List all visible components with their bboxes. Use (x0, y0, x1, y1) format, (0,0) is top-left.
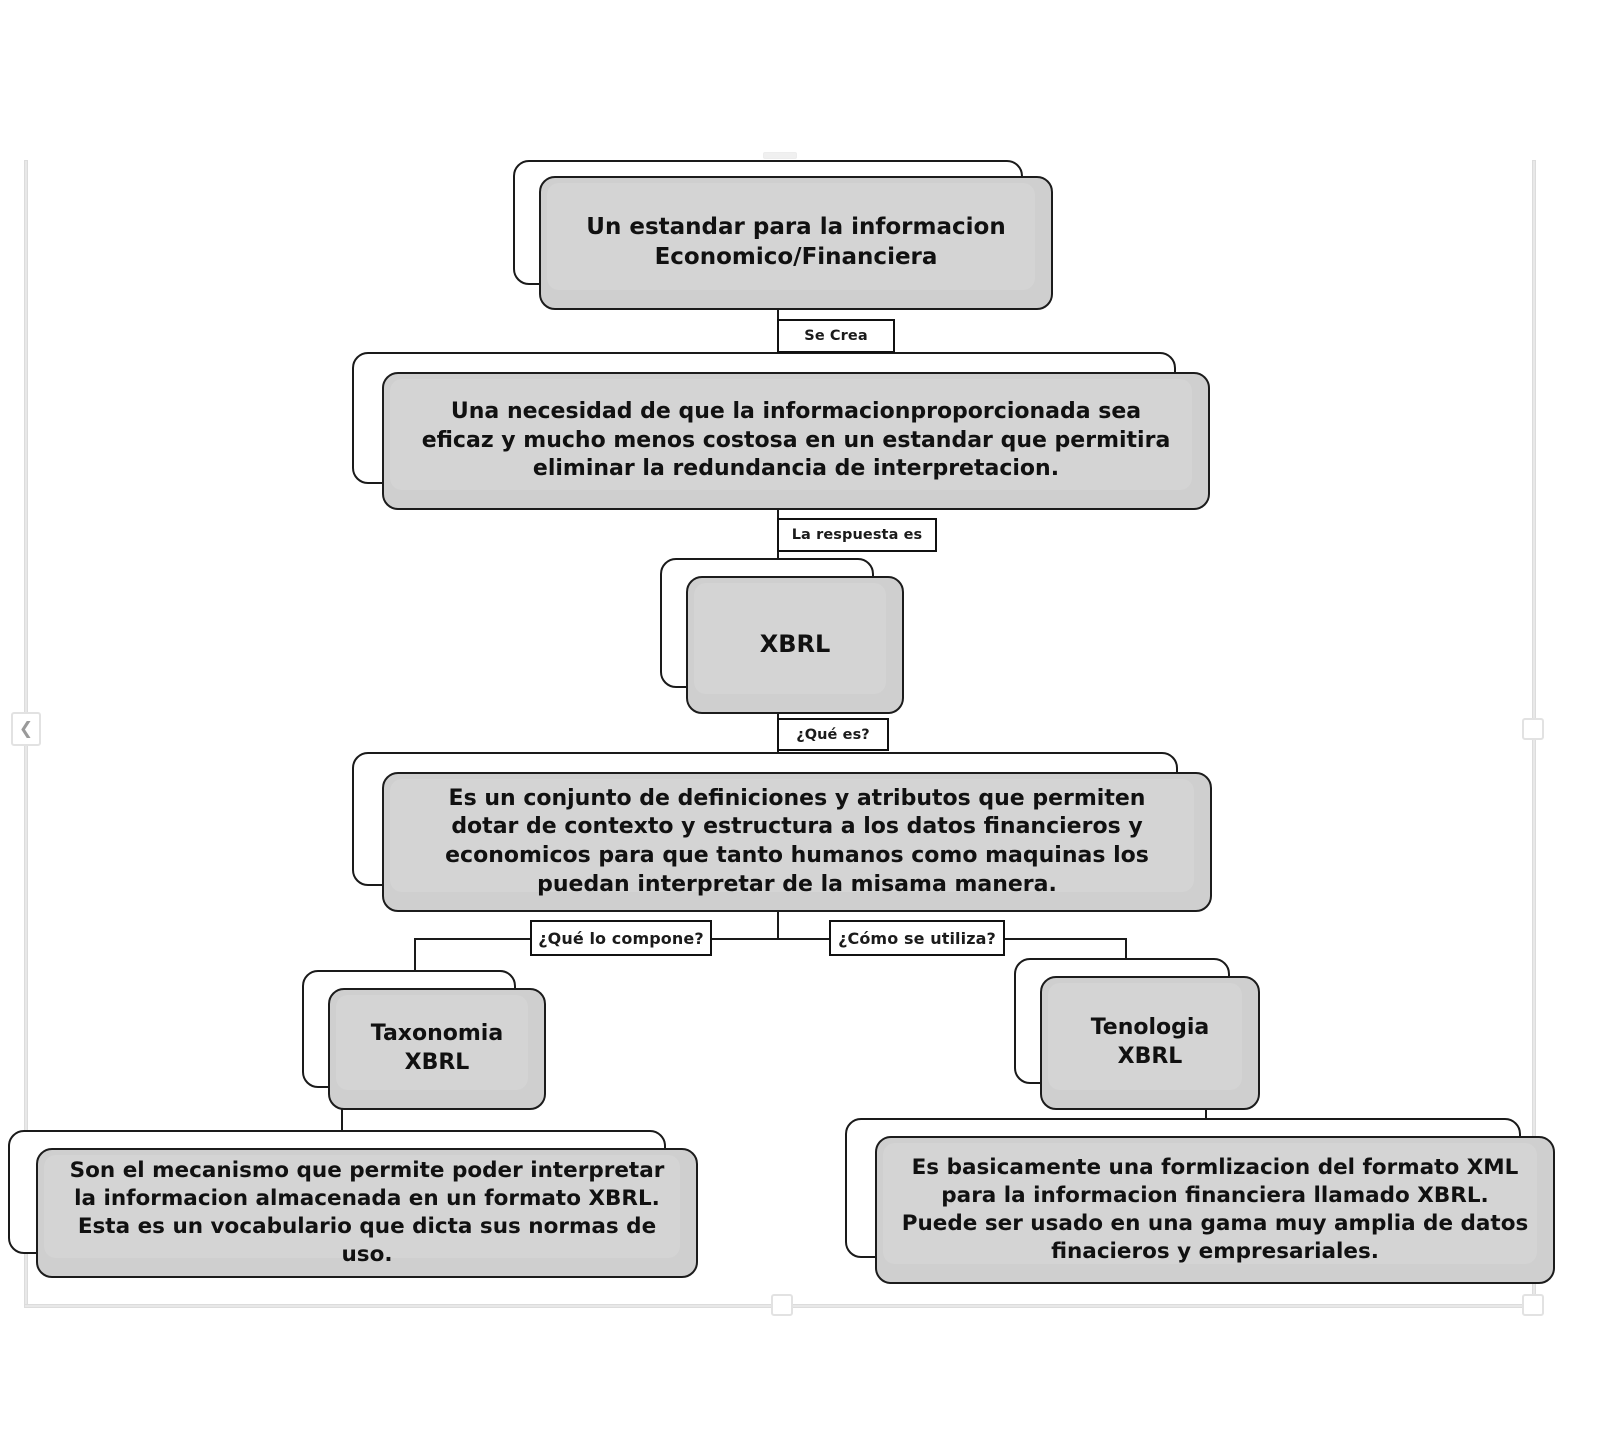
selection-handle-bottom-center[interactable] (771, 1294, 793, 1316)
selection-handle-top[interactable] (763, 152, 797, 159)
connector-taxonomia-to-detalle (341, 1100, 343, 1138)
node-definicion-label: Es un conjunto de definiciones y atribut… (445, 785, 1149, 897)
node-xbrl-label: XBRL (759, 630, 831, 659)
node-estandar-card[interactable]: Un estandar para la informacion Economic… (539, 176, 1053, 310)
node-tenologia-card[interactable]: Tenologia XBRL (1040, 976, 1260, 1110)
connector-definicion-trunk (777, 905, 779, 940)
node-taxonomia-detalle[interactable]: Son el mecanismo que permite poder inter… (8, 1130, 698, 1278)
node-definicion-card[interactable]: Es un conjunto de definiciones y atribut… (382, 772, 1212, 912)
connector-label-la-respuesta-es[interactable]: La respuesta es (777, 518, 937, 552)
connector-label-la-respuesta-es-text: La respuesta es (791, 527, 923, 543)
node-tenologia[interactable]: Tenologia XBRL (1014, 958, 1260, 1110)
node-xbrl[interactable]: XBRL (660, 558, 904, 714)
node-tenologia-label: Tenologia XBRL (1090, 1015, 1210, 1069)
node-necesidad-card[interactable]: Una necesidad de que la informacionpropo… (382, 372, 1210, 510)
node-xbrl-card[interactable]: XBRL (686, 576, 904, 714)
connector-label-que-lo-compone-text: ¿Qué lo compone? (538, 928, 704, 948)
connector-label-como-se-utiliza-text: ¿Cómo se utiliza? (838, 928, 996, 948)
connector-label-se-crea-text: Se Crea (804, 328, 868, 344)
node-tenologia-detalle[interactable]: Es basicamente una formlizacion del form… (845, 1118, 1555, 1284)
selection-handle-bottom-right[interactable] (1522, 1294, 1544, 1316)
node-taxonomia-card[interactable]: Taxonomia XBRL (328, 988, 546, 1110)
chevron-left-icon: ❮ (18, 718, 34, 739)
node-estandar-label: Un estandar para la informacion Economic… (586, 214, 1006, 270)
node-taxonomia-detalle-label: Son el mecanismo que permite poder inter… (69, 1158, 665, 1267)
collapse-toggle-handle[interactable]: ❮ (11, 712, 41, 746)
connector-branch-horizontal (414, 938, 1127, 940)
connector-label-que-es-text: ¿Qué es? (796, 726, 870, 743)
connector-label-que-lo-compone[interactable]: ¿Qué lo compone? (530, 920, 712, 956)
connector-branch-left-drop (414, 938, 416, 970)
node-necesidad-label: Una necesidad de que la informacionpropo… (421, 399, 1171, 482)
connector-label-que-es[interactable]: ¿Qué es? (777, 718, 889, 751)
selection-handle-right-middle[interactable] (1522, 718, 1544, 740)
node-taxonomia[interactable]: Taxonomia XBRL (302, 970, 546, 1110)
node-necesidad[interactable]: Una necesidad de que la informacionpropo… (352, 352, 1210, 510)
connector-branch-right-drop (1125, 938, 1127, 970)
connector-label-se-crea[interactable]: Se Crea (777, 319, 895, 353)
connector-label-como-se-utiliza[interactable]: ¿Cómo se utiliza? (829, 920, 1005, 956)
node-taxonomia-detalle-card[interactable]: Son el mecanismo que permite poder inter… (36, 1148, 698, 1278)
node-tenologia-detalle-label: Es basicamente una formlizacion del form… (901, 1155, 1529, 1264)
node-definicion[interactable]: Es un conjunto de definiciones y atribut… (352, 752, 1212, 912)
node-tenologia-detalle-card[interactable]: Es basicamente una formlizacion del form… (875, 1136, 1555, 1284)
node-taxonomia-label: Taxonomia XBRL (370, 1021, 504, 1075)
node-estandar[interactable]: Un estandar para la informacion Economic… (513, 160, 1053, 310)
